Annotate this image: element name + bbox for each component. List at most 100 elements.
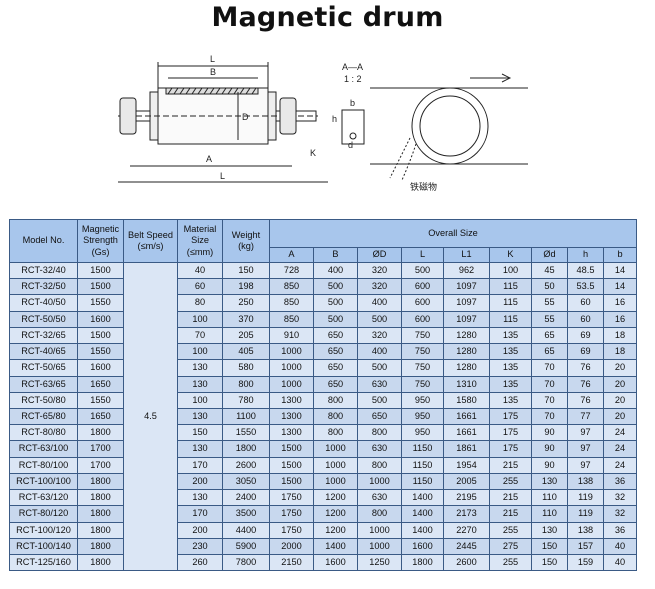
cell-L1: 2270 xyxy=(443,521,490,539)
cell-B: 1200 xyxy=(313,489,358,507)
cell-weight: 1100 xyxy=(222,407,270,426)
cell-od: 90 xyxy=(531,456,568,474)
cell-material-size: 100 xyxy=(177,391,223,409)
cell-OD: 500 xyxy=(357,310,402,328)
cell-OD: 1000 xyxy=(357,537,402,555)
cell-weight: 1550 xyxy=(222,424,270,442)
cell-A: 1000 xyxy=(269,359,314,377)
cell-model: RCT-80/120 xyxy=(9,505,78,523)
label-d: d xyxy=(348,140,353,150)
cell-K: 135 xyxy=(489,375,532,393)
cell-od: 130 xyxy=(531,472,568,491)
cell-model: RCT-40/65 xyxy=(9,343,78,361)
cell-A: 850 xyxy=(269,310,314,328)
cell-h: 97 xyxy=(567,440,604,458)
cell-L1: 2005 xyxy=(443,472,490,491)
cell-L1: 1097 xyxy=(443,310,490,328)
cell-belt-speed: 4.5 xyxy=(123,261,178,572)
cell-A: 1500 xyxy=(269,440,314,458)
cell-strength: 1800 xyxy=(77,489,124,507)
label-L-overall: L xyxy=(220,171,225,181)
cell-weight: 7800 xyxy=(222,553,270,572)
cell-OD: 320 xyxy=(357,261,402,280)
cell-L1: 1861 xyxy=(443,440,490,458)
cell-L: 1400 xyxy=(401,505,444,523)
cell-B: 1600 xyxy=(313,553,358,572)
cell-B: 650 xyxy=(313,343,358,361)
cell-material-size: 200 xyxy=(177,521,223,539)
cell-b: 24 xyxy=(602,440,638,458)
cell-weight: 205 xyxy=(222,326,270,345)
cell-A: 2000 xyxy=(269,537,314,555)
cell-weight: 405 xyxy=(222,343,270,361)
cell-B: 800 xyxy=(313,407,358,426)
header-L: L xyxy=(401,247,444,263)
cell-L: 950 xyxy=(401,391,444,409)
cell-model: RCT-32/40 xyxy=(9,261,78,280)
cell-od: 45 xyxy=(531,261,568,280)
cell-weight: 800 xyxy=(222,375,270,393)
cell-A: 1750 xyxy=(269,521,314,539)
cell-OD: 800 xyxy=(357,505,402,523)
cell-od: 110 xyxy=(531,489,568,507)
cell-L1: 962 xyxy=(443,261,490,280)
label-b: b xyxy=(350,98,355,108)
cell-material-size: 150 xyxy=(177,424,223,442)
cell-K: 135 xyxy=(489,326,532,345)
cell-od: 55 xyxy=(531,310,568,328)
cell-od: 70 xyxy=(531,407,568,426)
cell-A: 1000 xyxy=(269,343,314,361)
cell-material-size: 130 xyxy=(177,359,223,377)
header-A: A xyxy=(269,247,314,263)
cell-B: 800 xyxy=(313,391,358,409)
cell-B: 800 xyxy=(313,424,358,442)
cell-b: 14 xyxy=(602,261,638,280)
cell-weight: 250 xyxy=(222,294,270,312)
cell-L: 600 xyxy=(401,310,444,328)
cell-K: 115 xyxy=(489,310,532,328)
cell-B: 500 xyxy=(313,278,358,296)
cell-OD: 630 xyxy=(357,489,402,507)
cell-b: 16 xyxy=(602,310,638,328)
cell-L1: 1280 xyxy=(443,326,490,345)
cell-b: 40 xyxy=(602,537,638,555)
cell-B: 500 xyxy=(313,294,358,312)
cell-K: 215 xyxy=(489,505,532,523)
cell-h: 119 xyxy=(567,505,604,523)
header-od: Ød xyxy=(531,247,568,263)
cell-model: RCT-32/65 xyxy=(9,326,78,345)
cell-model: RCT-65/80 xyxy=(9,407,78,426)
cell-OD: 650 xyxy=(357,407,402,426)
cell-h: 119 xyxy=(567,489,604,507)
cell-h: 159 xyxy=(567,553,604,572)
cell-L: 750 xyxy=(401,326,444,345)
cell-B: 400 xyxy=(313,261,358,280)
cell-OD: 630 xyxy=(357,440,402,458)
header-overall-size: Overall Size xyxy=(268,219,638,248)
cell-B: 500 xyxy=(313,310,358,328)
cell-b: 14 xyxy=(602,278,638,296)
cell-B: 1000 xyxy=(313,472,358,491)
cell-B: 1400 xyxy=(313,537,358,555)
cell-model: RCT-125/160 xyxy=(9,553,78,572)
cell-od: 65 xyxy=(531,326,568,345)
cell-od: 65 xyxy=(531,343,568,361)
cell-A: 850 xyxy=(269,278,314,296)
cell-weight: 2400 xyxy=(222,489,270,507)
cell-b: 24 xyxy=(602,424,638,442)
cell-strength: 1800 xyxy=(77,424,124,442)
cell-OD: 1000 xyxy=(357,472,402,491)
header-speed: Belt Speed (≤m/s) xyxy=(123,219,178,263)
cell-material-size: 170 xyxy=(177,505,223,523)
label-section: A—A xyxy=(342,62,363,72)
cell-L: 1150 xyxy=(401,472,444,491)
cell-od: 110 xyxy=(531,505,568,523)
cell-h: 53.5 xyxy=(567,278,604,296)
cell-OD: 1000 xyxy=(357,521,402,539)
cell-A: 728 xyxy=(269,261,314,280)
cell-B: 1200 xyxy=(313,505,358,523)
cell-A: 1300 xyxy=(269,424,314,442)
cell-h: 60 xyxy=(567,310,604,328)
